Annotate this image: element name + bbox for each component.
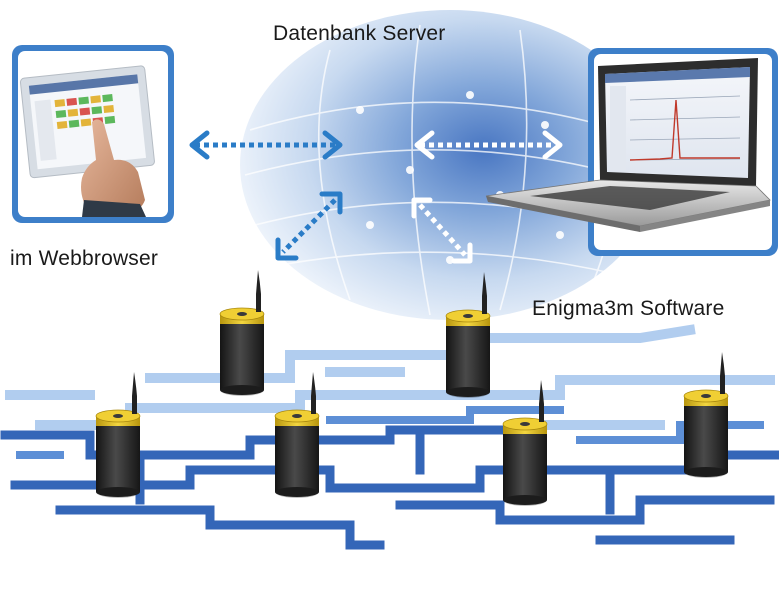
arrowhead-icon	[189, 130, 210, 160]
arrow-server-loggers-left	[281, 198, 337, 254]
label-enigma3m-software: Enigma3m Software	[532, 297, 725, 320]
laptop-icon	[485, 48, 778, 256]
arrowhead-icon	[322, 130, 343, 160]
data-logger-icon	[502, 380, 548, 506]
arrow-heads	[189, 130, 563, 264]
data-logger-icon	[274, 372, 320, 498]
arrowhead-icon	[319, 191, 343, 215]
label-datenbank-server: Datenbank Server	[273, 22, 446, 45]
data-loggers	[95, 270, 729, 506]
tablet-touch-icon	[12, 45, 174, 223]
label-webbrowser: im Webbrowser	[10, 247, 159, 270]
arrowhead-icon	[414, 130, 435, 160]
arrow-server-loggers-right	[418, 203, 467, 257]
arrowhead-icon	[411, 197, 433, 219]
data-logger-icon	[445, 272, 491, 398]
arrowhead-icon	[451, 242, 473, 264]
globe-network-icon	[240, 10, 660, 320]
data-logger-icon	[219, 270, 265, 396]
arrowhead-icon	[275, 237, 299, 261]
arrowhead-icon	[542, 130, 563, 160]
connection-arrows	[195, 142, 555, 257]
data-logger-icon	[683, 352, 729, 478]
data-logger-icon	[95, 372, 141, 498]
